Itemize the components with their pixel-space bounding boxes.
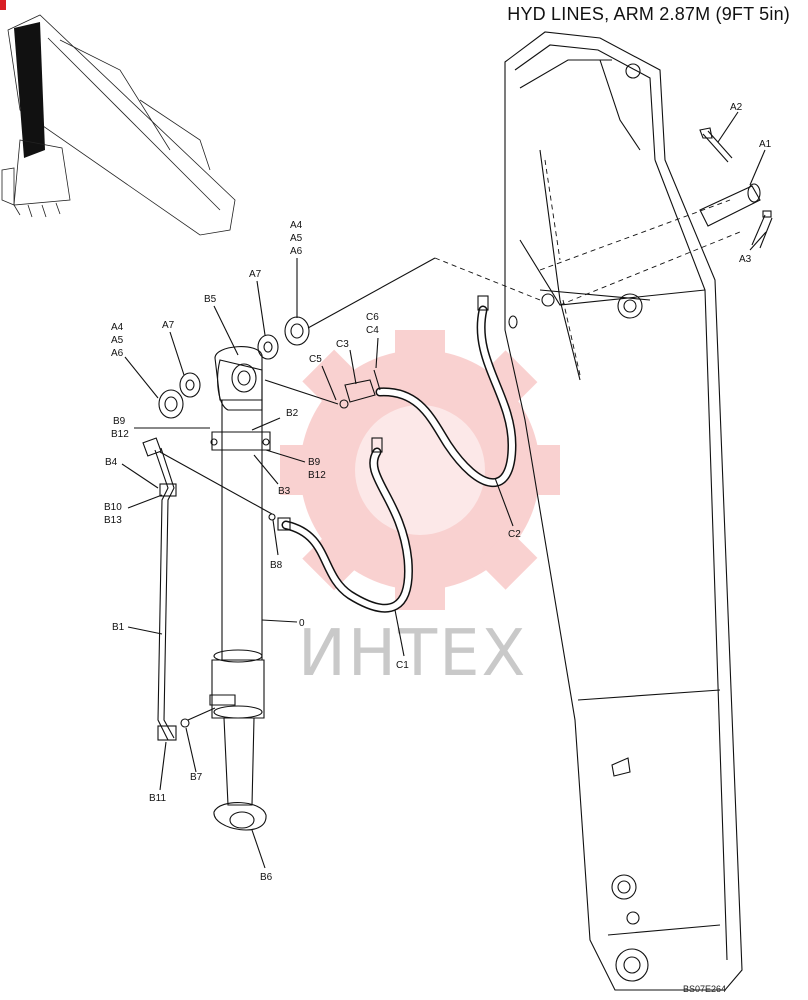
label-b11: B11 <box>149 793 166 804</box>
label-a4-right: A4 <box>290 220 303 231</box>
label-b5: B5 <box>204 294 217 305</box>
label-a5-right: A5 <box>290 233 303 244</box>
bolt-a2 <box>699 127 733 163</box>
label-b3: B3 <box>278 486 291 497</box>
watermark-text: ИНТЕХ <box>298 617 527 691</box>
excavator-thumbnail <box>1 14 236 236</box>
drawing-code: BS07E264 <box>682 984 726 994</box>
label-b1: B1 <box>112 622 125 633</box>
arm-highlight <box>14 22 45 158</box>
label-b10: B10 <box>104 502 122 513</box>
arm-structure <box>307 31 743 991</box>
pipe-b1 <box>142 437 273 741</box>
label-c5: C5 <box>309 354 322 365</box>
label-a6-right: A6 <box>290 246 303 257</box>
leader-lines <box>121 111 767 869</box>
page-title: HYD LINES, ARM 2.87M (9FT 5in) <box>507 4 790 24</box>
label-a2: A2 <box>730 102 743 113</box>
label-a3: A3 <box>739 254 752 265</box>
hose-c1 <box>277 437 413 613</box>
label-c4: C4 <box>366 325 379 336</box>
label-a7-left: A7 <box>162 320 175 331</box>
label-b6: B6 <box>260 872 273 883</box>
label-b7: B7 <box>190 772 203 783</box>
label-c3: C3 <box>336 339 349 350</box>
label-a7-right: A7 <box>249 269 262 280</box>
label-a6-left: A6 <box>111 348 124 359</box>
cotter-pins-a3 <box>751 210 773 249</box>
label-b9-left: B9 <box>113 416 126 427</box>
label-b8: B8 <box>270 560 283 571</box>
arm-cylinder <box>209 346 276 831</box>
label-b12-left: B12 <box>111 429 129 440</box>
label-c1: C1 <box>396 660 409 671</box>
pin-a1 <box>699 183 761 227</box>
label-b9-right: B9 <box>308 457 321 468</box>
label-zero: 0 <box>299 618 305 629</box>
label-a5-left: A5 <box>111 335 124 346</box>
label-b2: B2 <box>286 408 299 419</box>
label-a4-left: A4 <box>111 322 124 333</box>
label-a1: A1 <box>759 139 772 150</box>
label-b4: B4 <box>105 457 118 468</box>
label-c6: C6 <box>366 312 379 323</box>
label-b13: B13 <box>104 515 122 526</box>
corner-mark <box>0 0 6 10</box>
label-c2: C2 <box>508 529 521 540</box>
label-b12-right: B12 <box>308 470 326 481</box>
